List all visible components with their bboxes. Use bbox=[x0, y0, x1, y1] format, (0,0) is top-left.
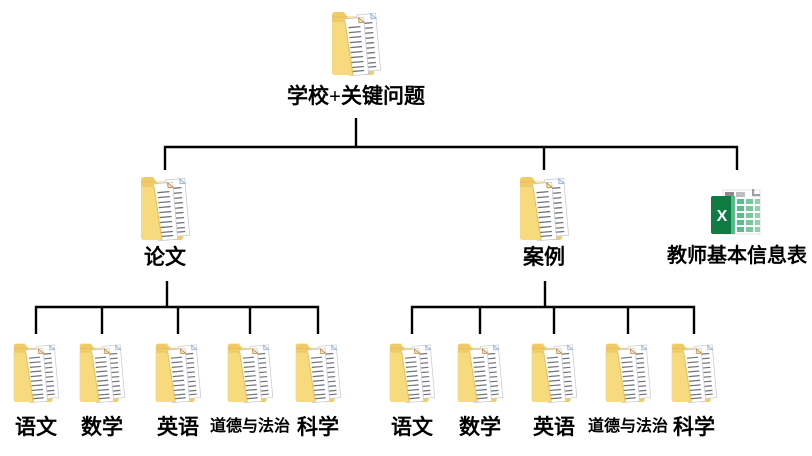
folder-documents-icon bbox=[603, 337, 653, 404]
folder-documents-icon bbox=[387, 337, 437, 404]
folder-documents-icon bbox=[138, 170, 192, 242]
folder-documents-icon bbox=[669, 337, 719, 404]
folder-documents-icon bbox=[529, 337, 579, 404]
folder-documents-icon bbox=[11, 337, 61, 404]
papers-science-label: 科学 bbox=[297, 415, 339, 439]
folder-documents-icon bbox=[517, 170, 571, 242]
cases-math-label: 数学 bbox=[459, 415, 501, 439]
excel-file-icon bbox=[711, 189, 763, 237]
cases-morality-law-label: 道德与法治 bbox=[587, 418, 668, 435]
papers-math-label: 数学 bbox=[81, 415, 123, 439]
cases-science-label: 科学 bbox=[673, 415, 715, 439]
cases-folder-label: 案例 bbox=[523, 245, 565, 269]
folder-documents-icon bbox=[225, 337, 275, 404]
papers-morality-law-label: 道德与法治 bbox=[209, 418, 290, 435]
cases-chinese-label: 语文 bbox=[391, 415, 433, 439]
teacher-info-table-label: 教师基本信息表 bbox=[667, 245, 807, 267]
folder-documents-icon bbox=[329, 5, 383, 77]
papers-english-label: 英语 bbox=[157, 415, 199, 439]
folder-documents-icon bbox=[77, 337, 127, 404]
cases-english-label: 英语 bbox=[533, 415, 575, 439]
folder-documents-icon bbox=[293, 337, 343, 404]
papers-folder-label: 论文 bbox=[144, 245, 186, 269]
papers-chinese-label: 语文 bbox=[15, 415, 57, 439]
folder-documents-icon bbox=[153, 337, 203, 404]
root-folder-label: 学校+关键问题 bbox=[287, 84, 425, 108]
folder-documents-icon bbox=[455, 337, 505, 404]
